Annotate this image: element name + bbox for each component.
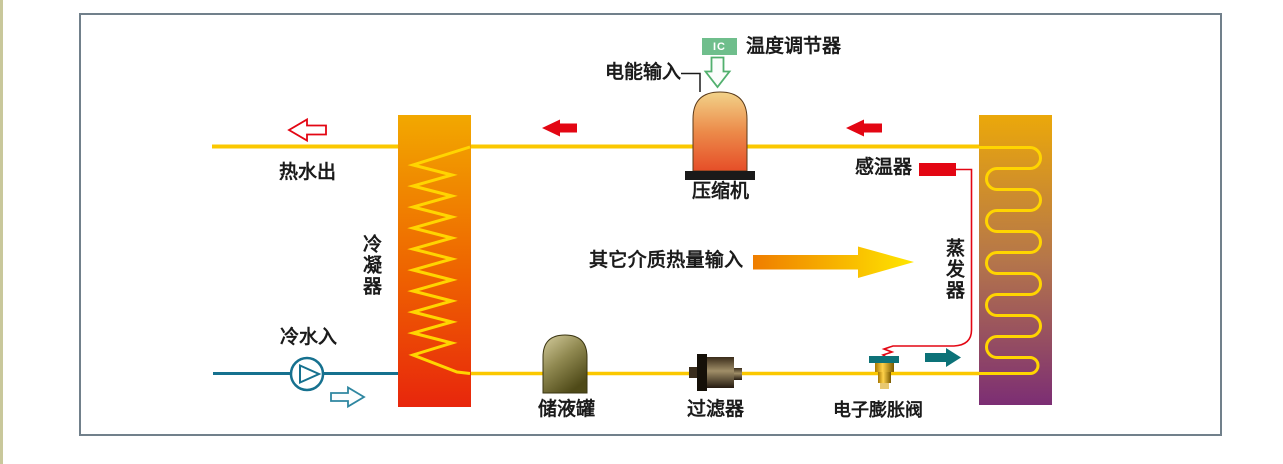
ic-chip-badge: IC <box>702 38 737 55</box>
sensor-capillary-line <box>881 168 973 359</box>
temp-sensor-label: 感温器 <box>855 157 913 178</box>
condenser-coil <box>407 145 471 375</box>
flow-arrow-left-icon <box>542 119 577 137</box>
ic-chip-label: IC <box>713 40 726 53</box>
expansion-valve-lower <box>878 372 891 383</box>
compressor-shell <box>692 91 748 172</box>
heat-input-label: 其它介质热量输入 <box>589 250 744 271</box>
electric-input-label: 电能输入 <box>605 62 682 83</box>
temp-sensor-bulb <box>919 163 956 176</box>
receiver-tank-body <box>542 334 588 394</box>
electric-input-connector <box>681 72 701 92</box>
filter-left-nub <box>689 367 697 378</box>
hot-water-out-arrow-icon <box>287 117 327 143</box>
cold-water-in-arrow-icon <box>330 385 366 409</box>
refrigerant-flow-arrow-icon <box>925 348 961 367</box>
expansion-valve-cap <box>869 356 899 363</box>
filter-label: 过滤器 <box>687 399 745 420</box>
heat-input-arrow-icon <box>753 246 914 278</box>
evaporator-coil <box>979 146 1042 375</box>
cold-water-in-label: 冷水入 <box>280 327 338 348</box>
flow-arrow-left2-icon <box>846 119 882 137</box>
page-edge-strip <box>0 0 3 464</box>
compressor-base <box>685 171 755 180</box>
expansion-valve-body <box>875 363 894 372</box>
condenser-label: 冷凝器 <box>359 234 381 297</box>
expansion-valve-tip <box>880 383 889 389</box>
regulator-down-arrow-icon <box>703 56 732 89</box>
expansion-valve-label: 电子膨胀阀 <box>833 400 923 420</box>
evaporator-label: 蒸发器 <box>942 238 964 301</box>
pump-rotor-icon <box>299 363 322 385</box>
filter-body <box>707 357 734 388</box>
condenser-body <box>398 115 471 407</box>
compressor-label: 压缩机 <box>692 181 750 202</box>
filter-plate <box>697 354 707 391</box>
temp-regulator-label: 温度调节器 <box>746 36 842 57</box>
filter-right-nub <box>734 368 742 380</box>
receiver-tank-label: 储液罐 <box>538 399 596 420</box>
hot-water-out-label: 热水出 <box>279 162 337 183</box>
